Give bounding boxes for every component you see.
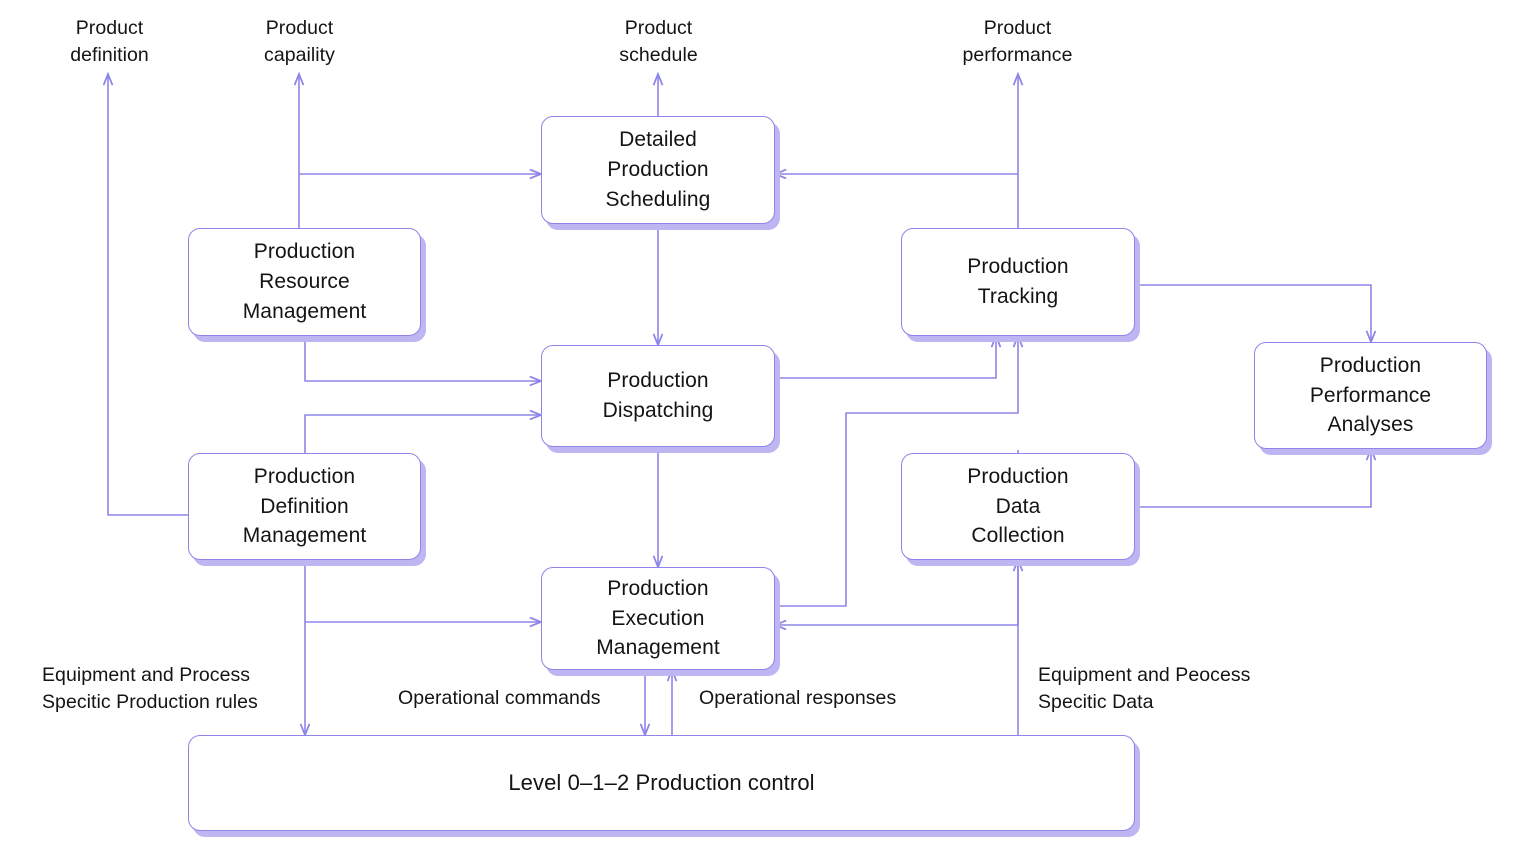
node-label: Production Data Collection bbox=[967, 464, 1069, 548]
edge-product-definition bbox=[108, 74, 188, 516]
node-production-performance-analyses[interactable]: Production Performance Analyses bbox=[1254, 342, 1487, 449]
node-production-execution-management[interactable]: Production Execution Management bbox=[541, 567, 775, 670]
boundary-label-product-schedule: Product schedule bbox=[619, 17, 698, 66]
node-label: Production Tracking bbox=[967, 255, 1069, 308]
flow-label-operational-commands: Operational commands bbox=[398, 687, 601, 709]
edge-tracking-to-performance bbox=[1135, 284, 1371, 342]
boundary-label-product-capability: Product capaility bbox=[264, 17, 335, 66]
node-label: Production Execution Management bbox=[596, 576, 720, 660]
node-production-tracking[interactable]: Production Tracking bbox=[901, 228, 1135, 336]
node-production-definition-management[interactable]: Production Definition Management bbox=[188, 453, 421, 560]
node-label: Production Performance Analyses bbox=[1309, 353, 1432, 437]
node-label: Production Definition Management bbox=[242, 464, 367, 548]
node-detailed-production-scheduling[interactable]: Detailed Production Scheduling bbox=[541, 116, 775, 224]
flow-label-operational-responses: Operational responses bbox=[699, 687, 897, 709]
edge-resource-to-dispatching bbox=[304, 336, 541, 381]
edge-data-collection-to-performance bbox=[1135, 449, 1371, 508]
flow-label-equipment-process-production-rules: Equipment and Process Specitic Productio… bbox=[42, 664, 258, 713]
flow-label-equipment-process-data: Equipment and Peocess Specitic Data bbox=[1038, 664, 1251, 713]
boundary-label-product-performance: Product performance bbox=[962, 17, 1073, 66]
node-level-0-1-2-production-control[interactable]: Level 0–1–2 Production control bbox=[188, 735, 1135, 831]
edge-dispatching-to-tracking bbox=[775, 336, 996, 379]
edge-definition-to-dispatching bbox=[304, 415, 541, 453]
node-production-data-collection[interactable]: Production Data Collection bbox=[901, 453, 1135, 560]
node-production-dispatching[interactable]: Production Dispatching bbox=[541, 345, 775, 447]
boundary-label-product-definition: Product definition bbox=[70, 17, 149, 66]
node-label: Level 0–1–2 Production control bbox=[508, 770, 815, 796]
node-production-resource-management[interactable]: Production Resource Management bbox=[188, 228, 421, 336]
node-label: Production Dispatching bbox=[602, 369, 714, 422]
node-label: Production Resource Management bbox=[242, 240, 367, 323]
node-label: Detailed Production Scheduling bbox=[605, 128, 711, 211]
